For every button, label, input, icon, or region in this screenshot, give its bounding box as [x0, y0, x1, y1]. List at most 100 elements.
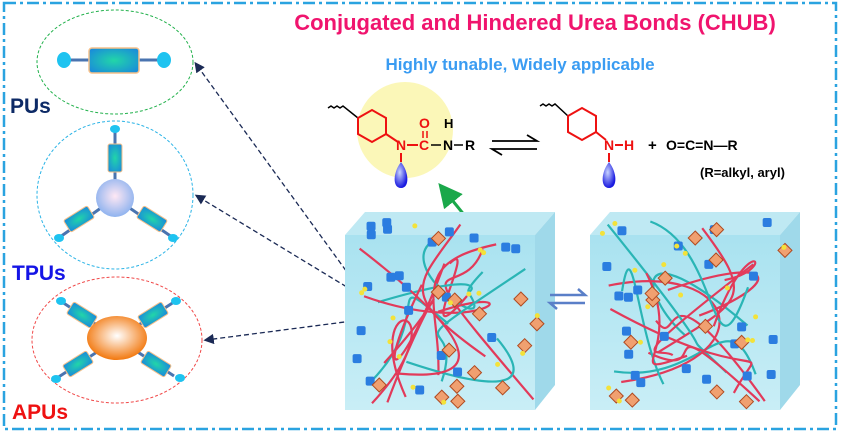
atom-n3: N — [604, 137, 614, 153]
polymer-chain — [657, 227, 736, 353]
crosslinker — [709, 384, 725, 400]
atom-n: N — [396, 137, 406, 153]
crosslinker — [513, 291, 529, 307]
junction — [724, 285, 730, 291]
apu-illustration — [31, 276, 203, 404]
urea-unit — [602, 262, 612, 272]
junction — [645, 304, 651, 310]
junction — [606, 385, 612, 391]
crosslinker — [471, 306, 488, 322]
atom-c: C — [419, 137, 429, 153]
junction — [632, 267, 638, 273]
urea-unit — [617, 226, 627, 236]
isocyanate-formula: O=C=N—R — [666, 137, 738, 153]
junction — [674, 243, 680, 249]
crosslinker — [441, 342, 457, 358]
gel-top — [590, 212, 800, 235]
junction — [781, 244, 787, 250]
crosslinker — [449, 378, 465, 394]
urea-unit — [630, 370, 640, 380]
crosslinker — [430, 230, 447, 247]
crosslinker — [644, 285, 660, 302]
urea-unit — [366, 221, 376, 231]
urea-unit — [356, 326, 366, 336]
polymer-chain — [649, 220, 750, 327]
junction — [359, 290, 365, 296]
gel-side — [535, 212, 555, 410]
urea-unit — [501, 242, 511, 252]
label-apus: APUs — [12, 401, 68, 424]
atom-o: O — [419, 115, 430, 131]
junction — [495, 361, 501, 367]
urea-bond-scheme: N C O N H R N H + O=C=N—R (R=alkyl, aryl… — [327, 82, 785, 188]
gel-top — [345, 212, 555, 235]
crosslinker — [708, 252, 724, 268]
crosslinker — [466, 364, 483, 381]
exchange-arrows — [546, 288, 589, 310]
junction — [520, 350, 526, 356]
label-tpus: TPUs — [12, 262, 66, 285]
network-before — [345, 212, 555, 410]
crosslinker — [623, 334, 639, 350]
urea-unit — [624, 349, 634, 359]
crosslinker — [494, 380, 511, 396]
junction — [387, 339, 393, 345]
junction — [412, 223, 418, 229]
urea-unit — [766, 369, 776, 379]
urea-unit — [352, 354, 362, 364]
junction — [410, 384, 416, 390]
urea-unit — [444, 227, 454, 237]
urea-unit — [404, 305, 414, 315]
tpu-illustration — [36, 120, 194, 270]
polymer-chain — [608, 280, 721, 384]
urea-unit — [621, 326, 631, 336]
urea-unit — [681, 364, 691, 374]
plus-sign: + — [648, 137, 657, 154]
crosslinker — [450, 393, 466, 409]
urea-unit — [748, 271, 758, 281]
junction — [678, 292, 684, 298]
urea-unit — [762, 218, 772, 228]
junction — [745, 337, 751, 343]
junction — [616, 398, 622, 404]
urea-unit — [401, 282, 411, 292]
r-group-note: (R=alkyl, aryl) — [700, 165, 785, 180]
junction — [637, 339, 643, 345]
urea-unit — [511, 244, 521, 254]
urea-unit — [366, 230, 376, 240]
junction — [599, 230, 605, 236]
junction — [612, 220, 618, 226]
crosslinker — [371, 377, 387, 393]
urea-unit — [487, 333, 497, 343]
urea-unit — [702, 374, 712, 384]
polymer-chain — [606, 223, 728, 374]
urea-unit — [614, 291, 624, 301]
atom-r: R — [465, 137, 475, 153]
urea-unit — [768, 334, 778, 344]
crosslinker — [708, 221, 725, 238]
urea-unit — [365, 376, 375, 386]
urea-unit — [633, 285, 643, 295]
subtitle: Highly tunable, Widely applicable — [385, 55, 654, 74]
gel-side — [780, 212, 800, 410]
polymer-chain — [444, 248, 535, 401]
atom-h2: H — [624, 137, 634, 153]
urea-unit — [382, 218, 392, 228]
title: Conjugated and Hindered Urea Bonds (CHUB… — [294, 10, 776, 35]
crosslinker — [738, 393, 755, 410]
junction — [750, 338, 756, 344]
crosslinker — [529, 316, 545, 332]
crosslinker — [687, 230, 703, 246]
crosslinker — [697, 318, 714, 335]
label-pus: PUs — [10, 95, 51, 118]
polymer-chain — [377, 271, 484, 304]
network-after — [590, 212, 800, 410]
junction — [362, 286, 368, 292]
urea-unit — [636, 378, 646, 388]
urea-unit — [742, 371, 752, 381]
junction — [476, 290, 482, 296]
urea-unit — [415, 385, 425, 395]
junction — [477, 247, 483, 253]
